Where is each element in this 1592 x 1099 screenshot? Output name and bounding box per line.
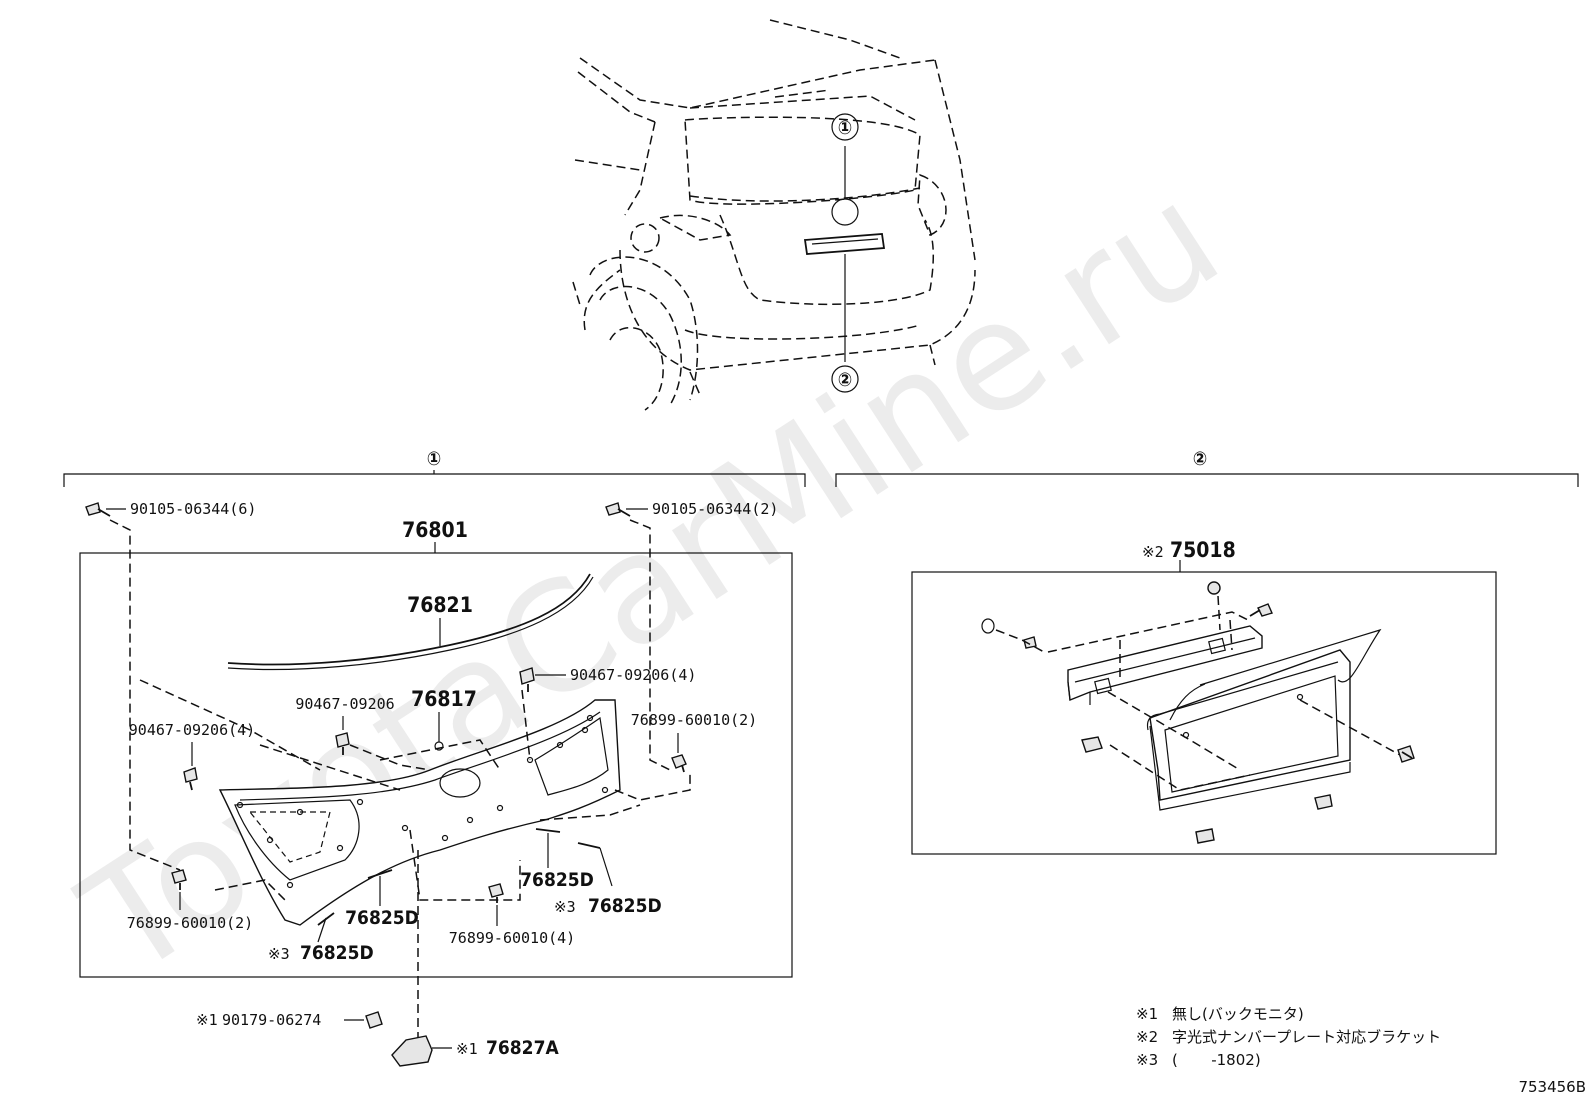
bolt-left-icon	[85, 502, 111, 517]
label-camera: 76827A	[486, 1037, 559, 1059]
label-clip-top-right: 90467-09206(4)	[570, 666, 696, 684]
nut-bottom-icon	[488, 883, 504, 903]
grommet-top-icon	[1207, 581, 1221, 595]
tape-c-icon	[367, 869, 393, 879]
clip-top-right-icon	[519, 667, 535, 692]
block-left-icon	[1081, 736, 1103, 753]
block-bottom-icon	[1195, 828, 1215, 844]
label-bracket-mark: ※2	[1142, 543, 1164, 561]
tape-b-icon	[577, 842, 601, 849]
clip-left-icon	[183, 767, 198, 791]
screw-top-icon	[1257, 603, 1273, 617]
label-clip-mid: 90467-09206	[295, 695, 394, 713]
label-tape-d: 76825D	[300, 942, 374, 964]
label-garnish: 76801	[402, 518, 468, 542]
grommet-left-icon	[981, 618, 995, 634]
note-1-mark: ※1	[1136, 1005, 1158, 1023]
label-tape-c: 76825D	[588, 895, 662, 917]
label-nut-bottom: 76899-60010(4)	[449, 929, 575, 947]
camera-icon	[391, 1035, 433, 1067]
bracket-frame	[911, 571, 1497, 855]
section-one-callout: ①	[427, 448, 441, 470]
note-2-text: 字光式ナンバープレート対応ブラケット	[1172, 1028, 1441, 1046]
section-headers: ① ②	[63, 448, 1579, 487]
nut-right-icon	[671, 754, 687, 773]
emblem-hole	[439, 768, 481, 798]
section-one-back-door-garnish: 76801 90105-06344(6) 90105-06344(2) 7682…	[79, 500, 793, 1040]
note-1-text: 無し(バックモニタ)	[1172, 1005, 1304, 1023]
label-tape-a: 76825D	[520, 869, 594, 891]
callout-two-car: ②	[838, 369, 852, 391]
note-3-mark: ※3	[1136, 1051, 1158, 1069]
label-bolt-right: 90105-06344(2)	[652, 500, 778, 518]
label-molding: 76821	[407, 593, 473, 617]
label-tape-c-mark: ※3	[554, 898, 576, 916]
label-nut-right: 76899-60010(2)	[631, 711, 757, 729]
block-right-icon	[1314, 794, 1333, 810]
label-bracket: 75018	[1170, 538, 1236, 562]
label-bolt-left: 90105-06344(6)	[130, 500, 256, 518]
watermark: ToyotaCarMine.ru	[54, 151, 1249, 1011]
clip-mid-icon	[335, 732, 350, 755]
label-tape-b: 76825D	[345, 907, 419, 929]
tape-a-icon	[535, 828, 561, 833]
diagram-id: 753456B	[1518, 1078, 1586, 1096]
label-clip-left: 90467-09206(4)	[129, 721, 255, 739]
section-two-callout: ②	[1193, 448, 1207, 470]
molding-strip	[227, 573, 591, 666]
callout-one-car: ①	[838, 117, 852, 139]
car-rear-illustration: ① ②	[572, 19, 976, 411]
label-nut-left: 76899-60010(2)	[127, 914, 253, 932]
section-two-license-bracket: ※2 75018	[911, 538, 1497, 855]
plug-icon	[365, 1011, 383, 1029]
bolt-right-icon	[605, 502, 631, 517]
label-camera-mark: ※1	[456, 1040, 478, 1058]
label-tape-d-mark: ※3	[268, 945, 290, 963]
note-2-mark: ※2	[1136, 1028, 1158, 1046]
label-emblem: 76817	[411, 687, 477, 711]
nut-small-icon	[1023, 636, 1037, 649]
nut-left-icon	[171, 869, 187, 890]
note-3-text: ( -1802)	[1172, 1051, 1261, 1069]
garnish-frame	[79, 552, 793, 978]
camera-assembly: ※1 90179-06274 ※1 76827A	[196, 1011, 559, 1067]
label-plug: 90179-06274	[222, 1011, 321, 1029]
label-plug-mark: ※1	[196, 1011, 218, 1029]
notes: ※1 無し(バックモニタ) ※2 字光式ナンバープレート対応ブラケット ※3 (…	[1136, 1005, 1441, 1069]
